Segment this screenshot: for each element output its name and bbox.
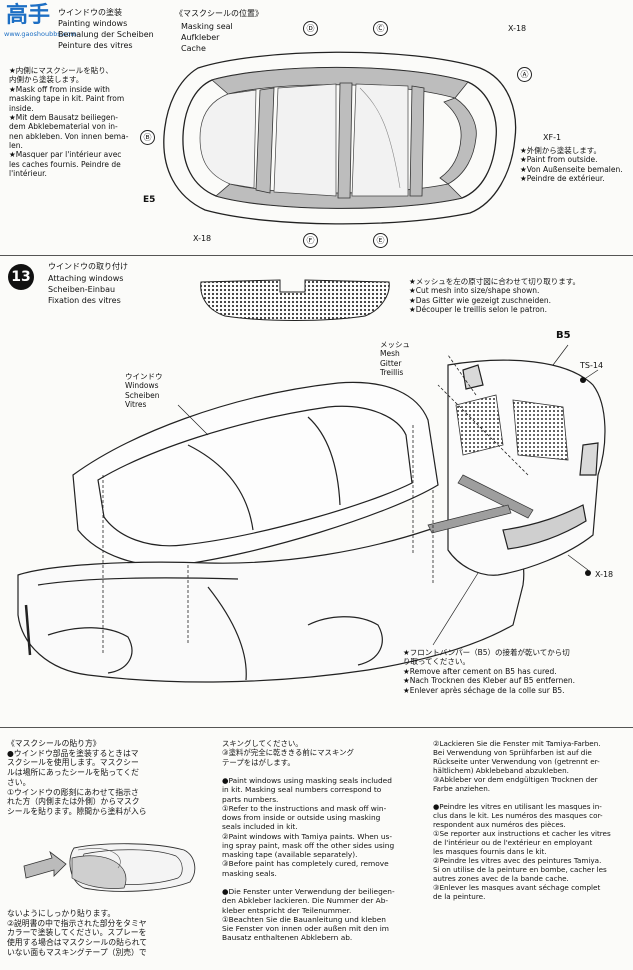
footer-col3: ②Lackieren Sie die Fenster mit Tamiya-Fa… bbox=[433, 739, 611, 901]
paint-x18-bottom: X-18 bbox=[193, 234, 212, 243]
seal-label-fr: Cache bbox=[181, 44, 206, 53]
paint-xf1: XF-1 bbox=[543, 133, 562, 142]
window-glass-top-view bbox=[163, 51, 517, 225]
step13-title-jp: ウインドウの取り付け bbox=[48, 262, 128, 271]
footer-col1-bottom: ないようにしっかり貼ります。 ②説明書の中で指示された部分をタミヤ カラーで塗装… bbox=[7, 909, 148, 957]
step12-outside-text: ★外側から塗装します。 ★Paint from outside. ★Von Au… bbox=[520, 146, 623, 184]
bumper-note: ★フロントバンパー（B5）の接着が乾いてから切 り取ってください。 ★Remov… bbox=[403, 648, 575, 695]
watermark-logo: 高手 bbox=[6, 3, 51, 28]
mesh-cut-note: ★メッシュを左の原寸図に合わせて切り取ります。 ★Cut mesh into s… bbox=[409, 277, 580, 315]
mesh-label: メッシュ Mesh Gitter Treillis bbox=[380, 340, 410, 378]
mesh-template bbox=[200, 279, 390, 321]
marker-a: Ⓐ bbox=[517, 67, 532, 82]
part-e5-label: E5 bbox=[143, 195, 156, 205]
marker-e: Ⓔ bbox=[373, 233, 388, 248]
step12-title-jp: ウインドウの塗装 bbox=[58, 8, 122, 17]
step13-title-en: Attaching windows bbox=[48, 274, 124, 283]
step13-number: 13 bbox=[8, 264, 34, 290]
step12-inside-text: ★内側にマスクシールを貼り、 内側から塗装します。 ★Mask off from… bbox=[9, 66, 129, 179]
car-assembly-drawing bbox=[17, 344, 606, 683]
marker-c: Ⓒ bbox=[373, 21, 388, 36]
marker-b: Ⓑ bbox=[140, 130, 155, 145]
paint-ts14: TS-14 bbox=[580, 361, 604, 370]
marker-d: Ⓓ bbox=[303, 21, 318, 36]
divider-2 bbox=[0, 727, 633, 728]
divider-1 bbox=[0, 255, 633, 256]
step12-title-fr: Peinture des vitres bbox=[58, 41, 133, 50]
watermark-url: www.gaoshoubbs.com bbox=[4, 30, 77, 38]
seal-label-en: Masking seal bbox=[181, 22, 233, 31]
step13-title-fr: Fixation des vitres bbox=[48, 296, 121, 305]
step12-title-de: Bemalung der Scheiben bbox=[58, 30, 154, 39]
paint-x18-step13: X-18 bbox=[595, 570, 614, 579]
step13-title-de: Scheiben-Einbau bbox=[48, 285, 116, 294]
seal-title: 《マスクシールの位置》 bbox=[175, 9, 263, 18]
paint-x18-top: X-18 bbox=[508, 24, 527, 33]
seal-label-de: Aufkleber bbox=[181, 33, 220, 42]
masking-seal-illustration bbox=[23, 843, 196, 892]
step12-title-en: Painting windows bbox=[58, 19, 128, 28]
part-b5-label: B5 bbox=[556, 330, 571, 341]
window-label: ウインドウ Windows Scheiben Vitres bbox=[125, 372, 163, 410]
footer-col2: スキングしてください。 ③塗料が完全に乾ききる前にマスキング テープをはがします… bbox=[222, 739, 395, 943]
marker-f: Ⓕ bbox=[303, 233, 318, 248]
footer-col1-top: 《マスクシールの貼り方》 ●ウインドウ部品を塗装するときはマ スクシールを使用し… bbox=[7, 739, 147, 817]
